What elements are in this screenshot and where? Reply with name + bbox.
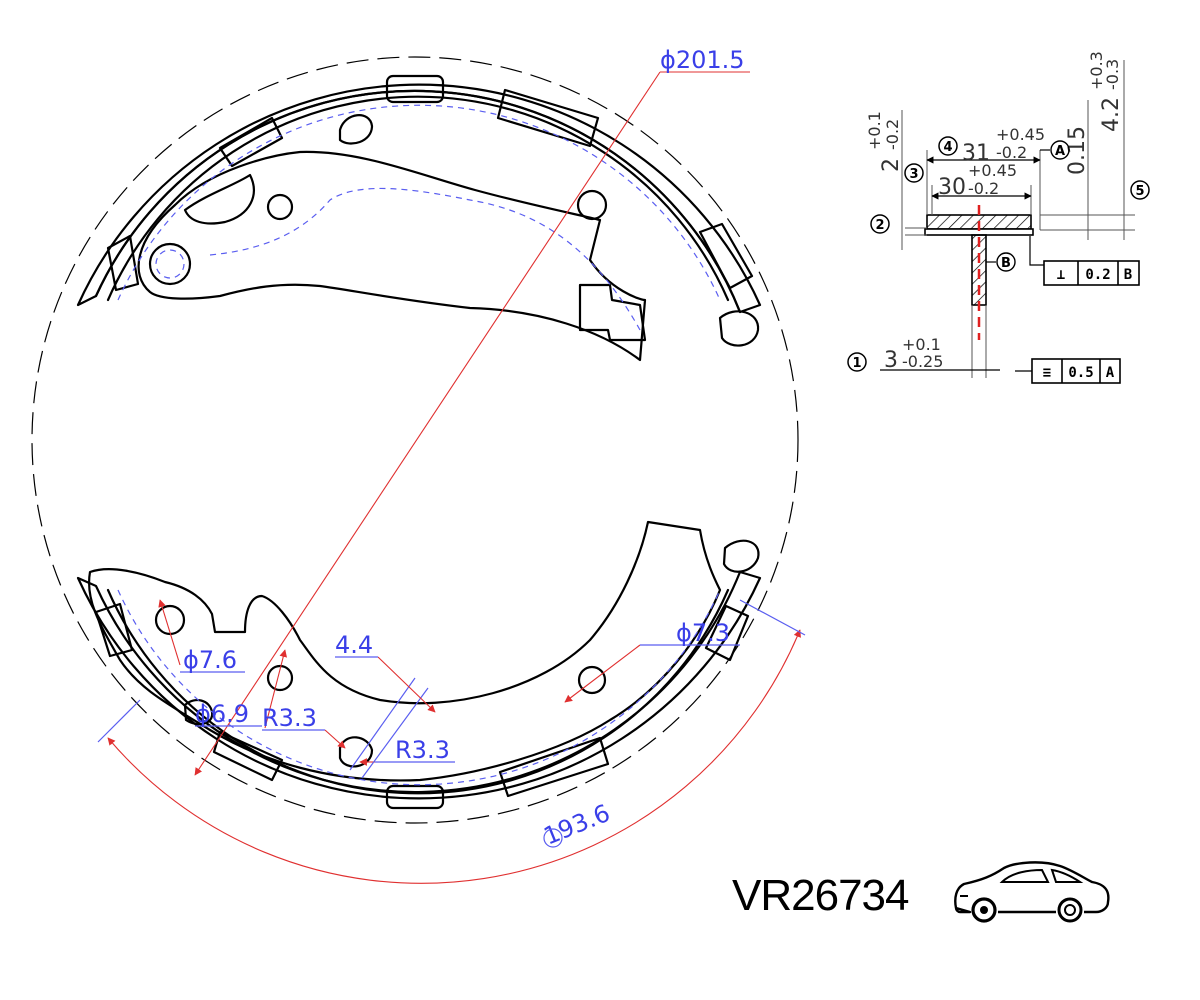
dim-3-lower: -0.25 bbox=[902, 352, 943, 371]
hole-left-label: ϕ7.6 bbox=[183, 646, 237, 674]
part-number: VR26734 bbox=[732, 871, 909, 920]
arc-span-label: 193.6 bbox=[540, 799, 614, 851]
svg-text:4: 4 bbox=[943, 140, 952, 155]
upper-web bbox=[137, 150, 647, 362]
upper-web-notch bbox=[578, 283, 647, 342]
tab bbox=[385, 74, 445, 104]
hole-lower-leader bbox=[264, 649, 288, 729]
hole-right-leader bbox=[564, 644, 641, 703]
lower-lining bbox=[76, 570, 762, 800]
tab bbox=[496, 88, 600, 148]
hole-right-label: ϕ7.3 bbox=[676, 619, 730, 647]
callout-4: 4 bbox=[938, 136, 958, 156]
dim-30-base: 30 bbox=[938, 175, 966, 200]
upper-lining bbox=[76, 83, 762, 314]
lower-web-ear bbox=[722, 539, 760, 573]
svg-text:≡: ≡ bbox=[1043, 365, 1051, 381]
dim-30-upper: +0.45 bbox=[968, 161, 1017, 180]
dim-31-lower: -0.2 bbox=[996, 143, 1027, 162]
radius-1-label: R3.3 bbox=[262, 704, 317, 732]
upper-web-dashed bbox=[209, 187, 641, 331]
web-hole bbox=[266, 193, 294, 221]
upper-rim bbox=[94, 89, 742, 314]
callout-1: 1 bbox=[847, 352, 867, 372]
car-sedan-icon bbox=[954, 861, 1110, 923]
hole-left-leader bbox=[158, 599, 181, 666]
slot-ext-a bbox=[349, 677, 416, 771]
callout-5: 5 bbox=[1130, 180, 1150, 200]
web-slot bbox=[338, 114, 374, 145]
svg-text:5: 5 bbox=[1135, 184, 1144, 199]
svg-text:B: B bbox=[1124, 267, 1132, 283]
dim-3-upper: +0.1 bbox=[902, 335, 941, 354]
svg-text:A: A bbox=[1106, 365, 1115, 381]
dim-42-base: 4.2 bbox=[1099, 97, 1124, 132]
perpendicularity-frame: ⊥ 0.2 B bbox=[1043, 260, 1140, 286]
dim-31-upper: +0.45 bbox=[996, 125, 1045, 144]
slot-ext-b bbox=[361, 687, 429, 779]
pivot-hole-inner bbox=[155, 249, 185, 279]
diameter-leader bbox=[194, 71, 661, 776]
diameter-outer-label: ϕ201.5 bbox=[660, 46, 745, 74]
arc-span-symbol bbox=[543, 828, 563, 848]
dim-31-base: 31 bbox=[962, 141, 990, 166]
dim-2-lower: -0.2 bbox=[883, 119, 902, 150]
arc-span-line bbox=[107, 629, 801, 884]
tab bbox=[698, 222, 754, 290]
dim-42-upper: +0.3 bbox=[1087, 51, 1106, 90]
svg-text:⊥: ⊥ bbox=[1057, 267, 1065, 283]
drum-outline-circle bbox=[31, 56, 799, 824]
arc-ext-right bbox=[739, 599, 806, 636]
datum-a-circle bbox=[1050, 140, 1070, 160]
arc-ext-left bbox=[97, 699, 141, 743]
pivot-hole bbox=[148, 242, 192, 286]
datum-b-label: B bbox=[1001, 256, 1011, 271]
callout-3: 3 bbox=[904, 163, 924, 183]
hole-left bbox=[154, 604, 186, 636]
radius-2-label: R3.3 bbox=[395, 736, 450, 764]
upper-web-inner-cut bbox=[183, 173, 255, 225]
tab bbox=[385, 784, 445, 810]
lower-tabs bbox=[94, 602, 750, 810]
svg-text:2: 2 bbox=[875, 218, 884, 233]
tab bbox=[106, 234, 140, 292]
dim-2-upper: +0.1 bbox=[865, 111, 884, 150]
upper-rim-inner bbox=[106, 95, 730, 302]
datum-b-circle bbox=[996, 252, 1016, 272]
callout-2: 2 bbox=[870, 214, 890, 234]
hole-right bbox=[577, 665, 607, 695]
upper-lining-dashed bbox=[117, 104, 721, 301]
upper-web-ear bbox=[718, 310, 760, 347]
shoe-assembly: ϕ201.5 193.6 ϕ7.6 ϕ6.9 R3.3 R3.3 ϕ7.3 4.… bbox=[31, 46, 806, 884]
svg-text:3: 3 bbox=[909, 167, 918, 182]
dim-3-base: 3 bbox=[884, 348, 898, 373]
slot-width-label: 4.4 bbox=[335, 631, 373, 659]
dim-42-lower: -0.3 bbox=[1103, 59, 1122, 90]
dim-30-lower: -0.2 bbox=[968, 179, 999, 198]
tab bbox=[218, 116, 284, 168]
radius-1-leader bbox=[324, 729, 346, 749]
perp-leader bbox=[1029, 236, 1044, 266]
upper-tabs bbox=[106, 74, 754, 292]
hole-lower-label: ϕ6.9 bbox=[195, 700, 249, 728]
datum-a-label: A bbox=[1055, 144, 1065, 159]
svg-text:1: 1 bbox=[852, 356, 861, 371]
svg-text:0.5: 0.5 bbox=[1068, 365, 1093, 381]
symmetry-frame: ≡ 0.5 A bbox=[1031, 358, 1121, 384]
section-view: 31 +0.45 -0.2 30 +0.45 -0.2 2 +0.1 -0.2 … bbox=[847, 51, 1150, 384]
slot-leader bbox=[377, 656, 436, 713]
dim-2-base: 2 bbox=[879, 158, 904, 172]
web-hole bbox=[576, 189, 608, 221]
lower-web bbox=[87, 520, 722, 782]
svg-text:0.2: 0.2 bbox=[1085, 267, 1110, 283]
